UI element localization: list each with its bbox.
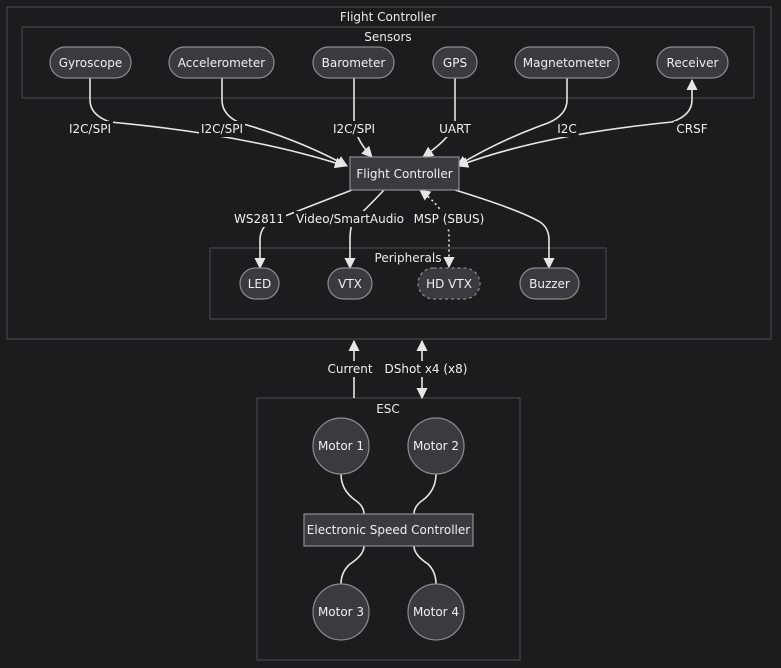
esc-controller-label: Electronic Speed Controller — [307, 523, 470, 537]
edge-label-hdvtx: MSP (SBUS) — [414, 212, 485, 226]
edge-gps-fc — [422, 78, 456, 158]
peripherals-cluster — [209, 247, 607, 320]
esc-cluster-title: ESC — [376, 402, 400, 416]
edge-label-receiver: CRSF — [676, 122, 707, 136]
edge-label-background — [437, 121, 474, 137]
esc-controller-node[interactable] — [303, 513, 474, 547]
edge-label-gyroscope: I2C/SPI — [69, 122, 111, 136]
edge-label-background — [382, 361, 470, 377]
motor-1-node[interactable] — [312, 417, 370, 475]
magnetometer-node[interactable] — [514, 46, 620, 79]
edge-label-vtx: Video/SmartAudio — [296, 212, 404, 226]
edge-fc-led — [254, 189, 353, 270]
vtx-node[interactable] — [327, 267, 373, 300]
hd-vtx-label: HD VTX — [426, 277, 472, 291]
edge-esc-motor3 — [340, 545, 365, 585]
magnetometer-label: Magnetometer — [523, 56, 612, 70]
edge-label-background — [674, 121, 710, 137]
buzzer-label: Buzzer — [529, 277, 570, 291]
flight-controller-cluster-title: Flight Controller — [340, 10, 436, 24]
motor-1-label: Motor 1 — [318, 439, 364, 453]
motor-3-node[interactable] — [312, 583, 370, 641]
hd-vtx-node[interactable] — [417, 267, 481, 300]
vtx-label: VTX — [338, 277, 362, 291]
gyroscope-node[interactable] — [49, 46, 132, 79]
sensors-cluster-title: Sensors — [364, 30, 411, 44]
buzzer-node[interactable] — [519, 267, 580, 300]
gps-node[interactable] — [432, 46, 478, 79]
motor-4-node[interactable] — [407, 583, 465, 641]
led-label: LED — [248, 277, 272, 291]
edge-label-background — [325, 361, 375, 377]
accelerometer-label: Accelerometer — [178, 56, 265, 70]
edge-barometer-fc — [353, 78, 373, 158]
edge-gyroscope-fc — [89, 78, 347, 169]
edge-label-accelerometer: I2C/SPI — [201, 122, 243, 136]
edge-label-gps: UART — [439, 122, 471, 136]
edge-motor2-esc — [413, 473, 437, 515]
edge-label-background — [555, 121, 579, 137]
edge-motor1-esc — [340, 473, 365, 515]
edge-label-background — [331, 121, 377, 137]
motor-4-label: Motor 4 — [413, 605, 459, 619]
edge-label-background — [199, 121, 245, 137]
peripherals-cluster-title: Peripherals — [375, 251, 442, 265]
edge-label-background — [231, 211, 287, 227]
motor-2-label: Motor 2 — [413, 439, 459, 453]
edge-label-dshot: DShot x4 (x8) — [385, 362, 468, 376]
edge-label-background — [411, 211, 487, 227]
motor-3-label: Motor 3 — [318, 605, 364, 619]
barometer-label: Barometer — [322, 56, 386, 70]
flight-controller-node[interactable] — [349, 156, 460, 191]
receiver-node[interactable] — [656, 46, 729, 79]
edge-receiver-fc — [456, 78, 698, 168]
edge-label-current: Current — [327, 362, 372, 376]
sensors-cluster — [21, 26, 755, 99]
edge-label-background — [67, 121, 113, 137]
motor-2-node[interactable] — [407, 417, 465, 475]
edge-fc-buzzer — [454, 189, 555, 270]
barometer-node[interactable] — [312, 46, 395, 79]
esc-cluster — [256, 397, 521, 661]
gps-label: GPS — [443, 56, 467, 70]
edge-label-background — [293, 211, 407, 227]
edge-label-led: WS2811 — [234, 212, 284, 226]
flight-controller-label: Flight Controller — [356, 167, 452, 181]
edge-esc-motor4 — [413, 545, 437, 585]
gyroscope-label: Gyroscope — [59, 56, 123, 70]
led-node[interactable] — [239, 267, 280, 300]
flight-controller-cluster — [6, 6, 772, 340]
accelerometer-node[interactable] — [168, 46, 275, 79]
edge-label-magnetometer: I2C — [557, 122, 577, 136]
receiver-label: Receiver — [667, 56, 719, 70]
edge-label-barometer: I2C/SPI — [333, 122, 375, 136]
